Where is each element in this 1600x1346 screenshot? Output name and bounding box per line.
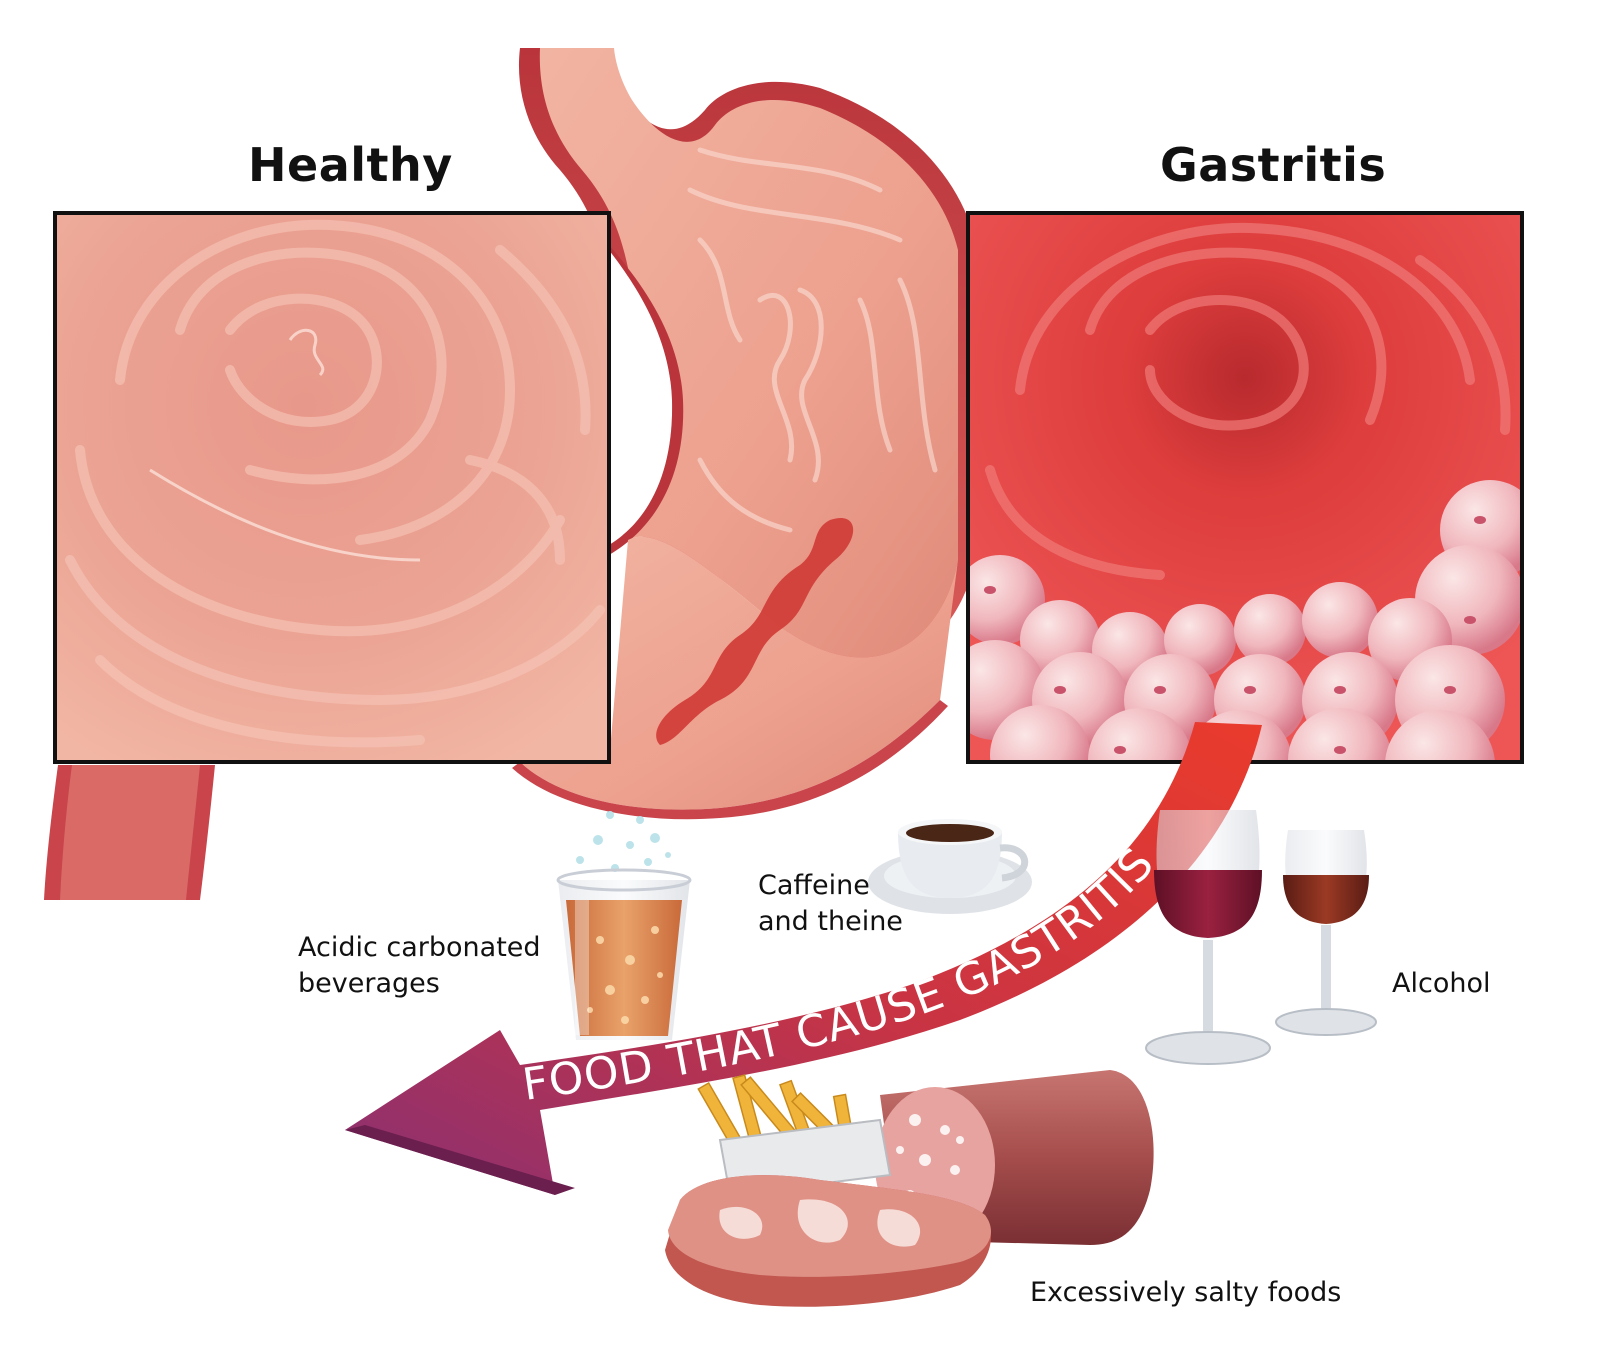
- coffee-cup-icon: [868, 819, 1032, 914]
- label-alcohol: Alcohol: [1392, 968, 1491, 999]
- healthy-panel: [53, 211, 611, 764]
- fries-icon: [697, 1074, 892, 1197]
- gastritis-title: Gastritis: [1160, 138, 1387, 192]
- salty-foods-icon: [665, 1070, 1154, 1307]
- soda-glass-icon: [556, 868, 692, 1040]
- label-caffeine-theine: Caffeine and theine: [758, 870, 903, 937]
- label-carbonated-beverages: Acidic carbonated beverages: [298, 932, 541, 999]
- wine-glasses-icon: [1145, 810, 1377, 1065]
- healthy-title: Healthy: [248, 138, 453, 192]
- stomach-illustration: [44, 48, 975, 900]
- label-salty-foods: Excessively salty foods: [1030, 1277, 1342, 1308]
